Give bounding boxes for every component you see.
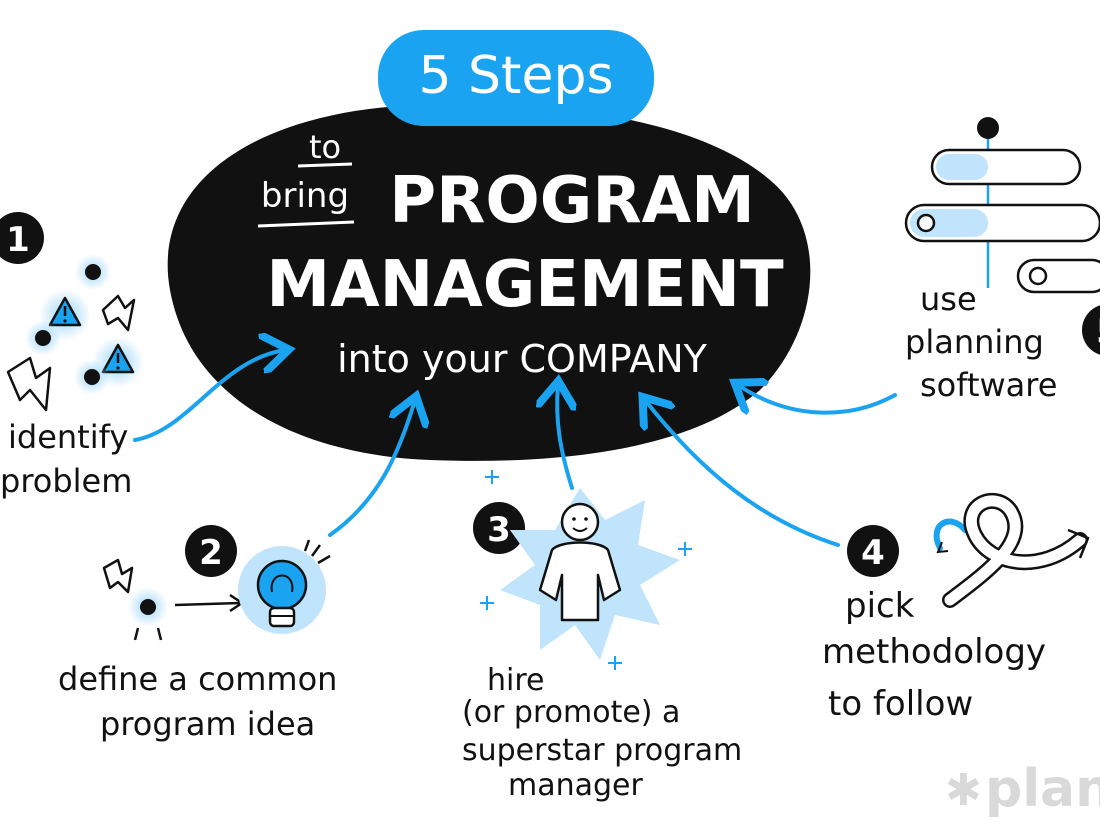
step-5-number-circle [1082, 305, 1100, 355]
step-3-label-line-2: (or promote) a [462, 695, 680, 730]
step-5: 5 use planning software [904, 117, 1100, 404]
step-3-number: 3 [487, 510, 511, 550]
step-1-label-line-2: problem [0, 462, 132, 500]
central-blob [167, 104, 811, 461]
step-1: 1 identify problem [0, 212, 144, 500]
step-2-label-line-1: define a common [58, 660, 337, 698]
step-3: 3 hire (or promote) a superstar program … [462, 470, 742, 803]
arrow-step-4 [645, 400, 840, 547]
step-1-number-circle [0, 212, 44, 264]
sparkle-icon [480, 470, 692, 670]
watermark-text: plan [985, 759, 1100, 819]
arrow-step-1 [133, 350, 285, 442]
arrow-step-5 [738, 385, 897, 413]
step-5-label-line-1: use [920, 280, 977, 318]
step-4-label-line-2: methodology [822, 632, 1046, 672]
step-1-label-line-1: identify [8, 418, 128, 456]
title-to: to [309, 128, 341, 166]
step-2-number: 2 [199, 533, 223, 573]
step-1-number: 1 [6, 220, 30, 260]
timeline-icon [904, 117, 1100, 294]
title-line1: PROGRAM [389, 164, 755, 238]
step-2: 2 define a common program idea [58, 525, 337, 743]
arrow-small [174, 601, 241, 607]
step-4-number-circle [847, 525, 899, 577]
lightbulb-icon [238, 539, 331, 634]
dot-icons [25, 254, 111, 395]
title-bring-underline [257, 220, 355, 228]
step-5-label-line-2: planning [905, 323, 1044, 361]
step-3-number-circle [473, 502, 525, 554]
arrow-step-2 [328, 400, 415, 537]
step-5-label-line-3: software [920, 366, 1057, 404]
step-3-label-line-4: manager [508, 768, 644, 803]
step-4-label-line-3: to follow [828, 684, 973, 724]
title-badge-text: 5 Steps [418, 46, 613, 106]
title-badge [378, 30, 654, 126]
step-5-number: 5 [1096, 312, 1100, 352]
step-2-number-circle [185, 525, 237, 577]
title-to-underline [297, 162, 353, 168]
arrow-step-3 [557, 385, 572, 490]
lightning-icon [6, 294, 136, 412]
title-bring: bring [261, 176, 349, 216]
step-4-number: 4 [861, 533, 885, 573]
dot-icon [140, 599, 156, 615]
person-icon [538, 502, 622, 622]
step-2-label-line-2: program idea [100, 705, 315, 743]
title-line3: into your COMPANY [337, 337, 708, 381]
step-4: 4 pick methodology to follow [822, 492, 1090, 724]
step-3-label-line-3: superstar program [462, 733, 742, 768]
lightning-small-icon [102, 558, 134, 594]
step-3-label-line-1: hire [487, 663, 544, 698]
watermark: ✱ plan [945, 759, 1100, 819]
loop-arrow-icon [933, 492, 1090, 608]
watermark-asterisk-icon: ✱ [945, 765, 982, 816]
step-4-label-line-1: pick [845, 586, 915, 626]
title-line2: MANAGEMENT [266, 248, 784, 322]
